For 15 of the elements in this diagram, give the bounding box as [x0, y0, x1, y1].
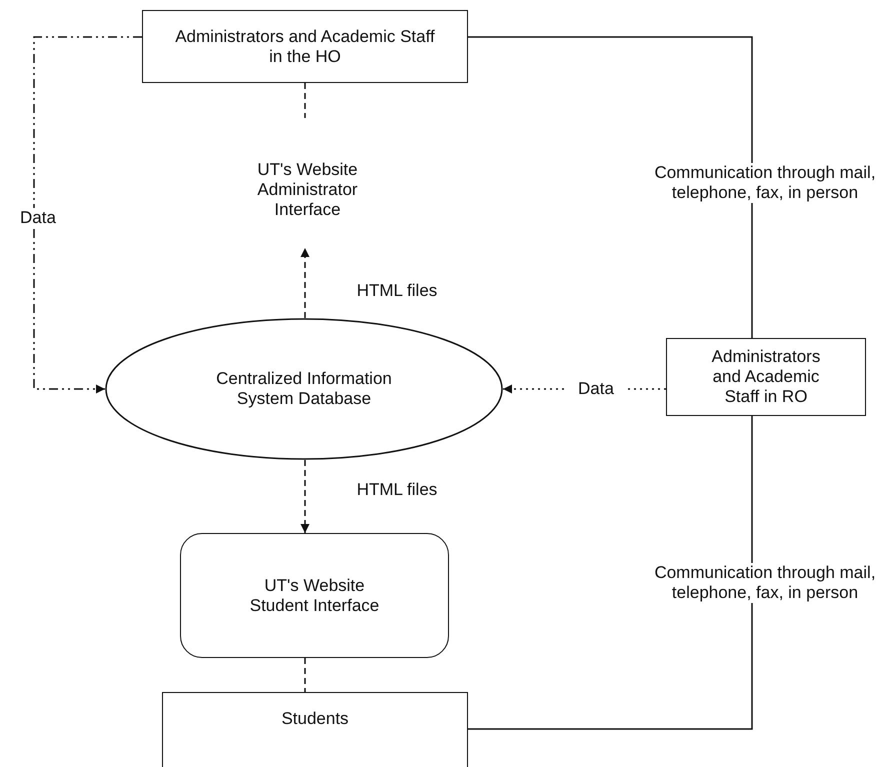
entity-box: Administrators and Academic Staff in the HO	[142, 10, 468, 83]
connector-line	[468, 36, 753, 338]
edge-label: HTML files	[356, 281, 438, 301]
database-ellipse: Centralized Information System Database	[105, 318, 503, 460]
arrow	[300, 248, 310, 318]
edge-label: HTML files	[356, 480, 438, 500]
connector-line	[304, 83, 306, 118]
arrow	[300, 460, 310, 533]
entity-box: Administrators and Academic Staff in RO	[666, 338, 866, 416]
connector-line	[468, 416, 753, 730]
interface-label: UT's Website Administrator Interface	[225, 150, 390, 230]
arrow	[33, 36, 142, 394]
entity-box: Students	[162, 692, 468, 767]
connector-line	[304, 658, 306, 692]
interface-box: UT's Website Student Interface	[180, 533, 449, 658]
